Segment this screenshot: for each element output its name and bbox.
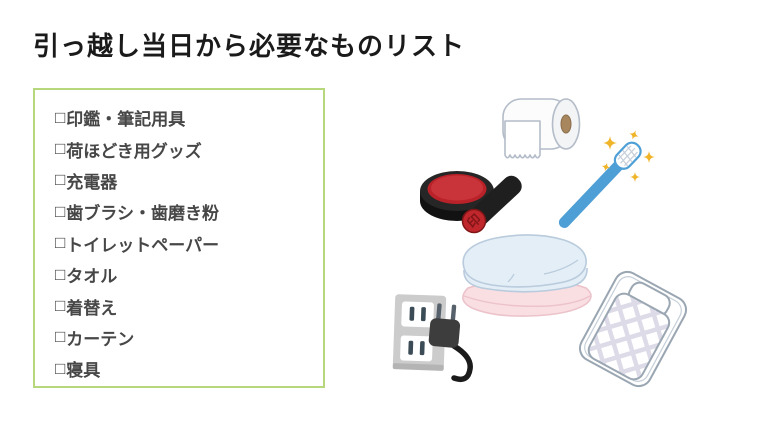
checklist: □ 印鑑・筆記用具 □ 荷ほどき用グッズ □ 充電器 □ 歯ブラシ・歯磨き粉 □… [55,102,313,385]
checklist-item: □ タオル [55,259,313,290]
checkbox-glyph: □ [55,233,66,253]
checklist-item: □ 荷ほどき用グッズ [55,133,313,164]
sparkle-icon [601,130,655,182]
page-title: 引っ越し当日から必要なものリスト [33,31,466,61]
checklist-item: □ トイレットペーパー [55,228,313,259]
toothbrush-illustration [558,130,655,228]
checklist-item: □ 歯ブラシ・歯磨き粉 [55,196,313,227]
checklist-item-label: 歯ブラシ・歯磨き粉 [66,204,219,224]
checkbox-glyph: □ [55,170,66,190]
checklist-item-label: 荷ほどき用グッズ [66,141,202,161]
checklist-item-label: 着替え [66,298,118,318]
checklist-item-label: トイレットペーパー [66,235,220,255]
checklist-item-label: 寝具 [66,361,101,381]
checkbox-glyph: □ [55,358,66,378]
checklist-item: □ カーテン [55,322,313,353]
checkbox-glyph: □ [55,107,66,127]
checklist-box: □ 印鑑・筆記用具 □ 荷ほどき用グッズ □ 充電器 □ 歯ブラシ・歯磨き粉 □… [33,88,325,388]
toilet-paper-roll-illustration [502,98,581,159]
hanko-stamp-and-ink-pad-illustration: 印 [420,171,522,234]
checklist-item-label: タオル [66,267,118,287]
plug-icon [428,303,461,348]
checkbox-glyph: □ [55,201,66,221]
checklist-item: □ 印鑑・筆記用具 [55,102,313,133]
checkbox-glyph: □ [55,139,66,159]
checklist-item-label: 印鑑・筆記用具 [66,110,186,130]
checklist-item: □ 着替え [55,290,313,321]
checklist-item: □ 充電器 [55,165,313,196]
futon-bedding-illustration [578,270,688,388]
power-outlet-plug-illustration [392,294,473,383]
checklist-item-label: 充電器 [66,172,118,192]
checkbox-glyph: □ [55,296,66,316]
checklist-item-label: カーテン [66,329,135,349]
checklist-item: □ 寝具 [55,353,313,384]
folded-towels-illustration [462,234,592,317]
checkbox-glyph: □ [55,264,66,284]
checkbox-glyph: □ [55,327,66,347]
